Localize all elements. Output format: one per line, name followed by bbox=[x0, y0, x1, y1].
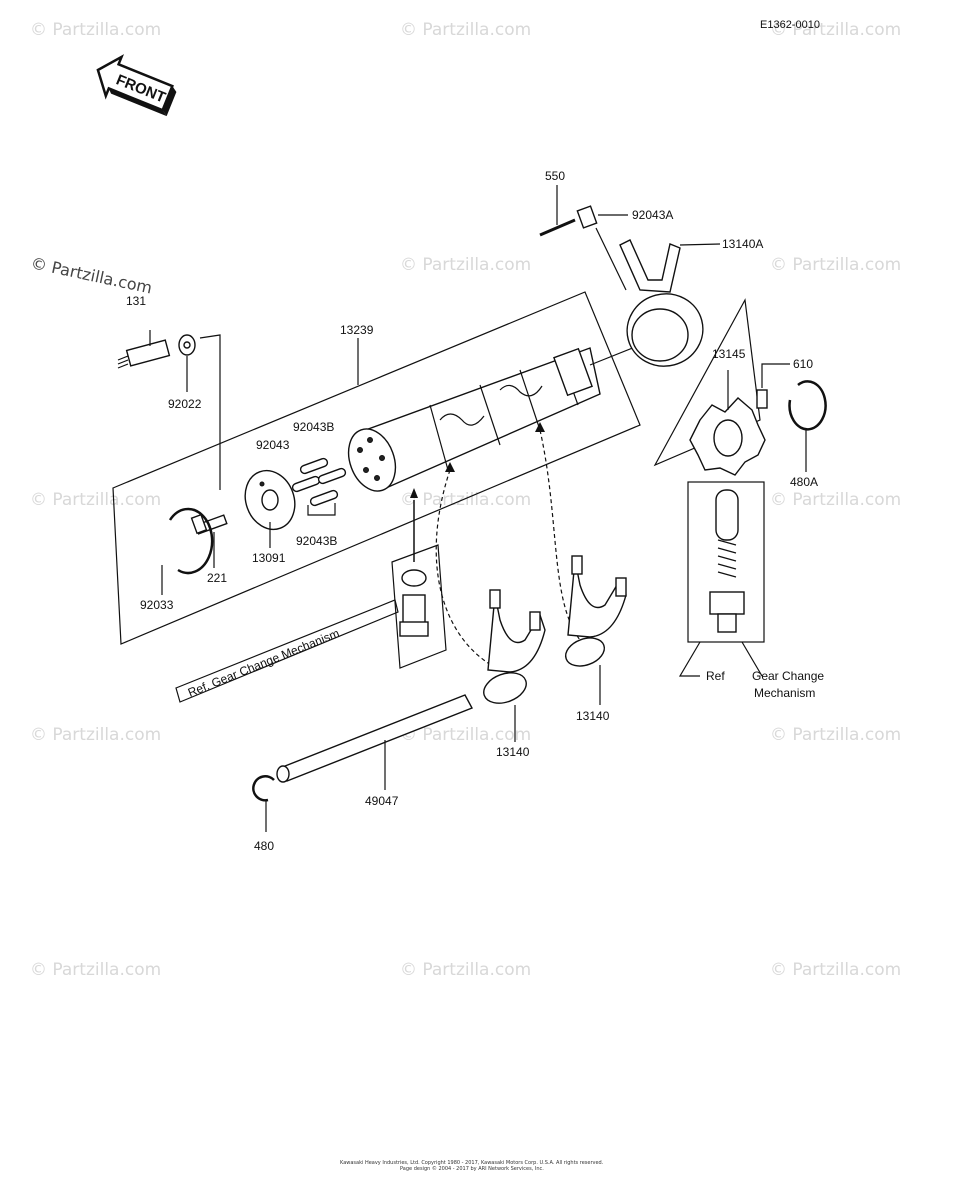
bolt bbox=[190, 513, 228, 535]
washer-hole bbox=[183, 341, 191, 349]
part-label: 13145 bbox=[712, 347, 746, 361]
detent-bolt-head bbox=[399, 621, 429, 637]
watermark: © Partzilla.com bbox=[400, 255, 531, 275]
leader-line bbox=[595, 227, 627, 291]
ref-left-label: Ref. Gear Change Mechanism bbox=[186, 626, 342, 700]
arrow-head bbox=[445, 462, 455, 472]
footer-design: Page design © 2004 - 2017 by ARI Network… bbox=[400, 1165, 544, 1172]
shift-drum bbox=[347, 347, 601, 492]
star-cam bbox=[689, 397, 766, 476]
ref-box-right bbox=[687, 481, 765, 643]
leader-line bbox=[761, 363, 790, 388]
watermark: © Partzilla.com bbox=[400, 725, 531, 745]
leader-line bbox=[741, 641, 763, 677]
ref-right-line1: Gear Change bbox=[752, 669, 824, 683]
shift-fork-upper bbox=[619, 239, 704, 367]
leader-line bbox=[678, 641, 701, 677]
part-label: 221 bbox=[207, 571, 227, 585]
watermark-strong: © Partzilla.com bbox=[29, 253, 154, 297]
watermark: © Partzilla.com bbox=[770, 20, 901, 40]
part-label: 92043B bbox=[296, 534, 337, 548]
leader-line bbox=[679, 243, 721, 246]
detent-spring bbox=[717, 539, 737, 578]
arrow-head bbox=[535, 422, 545, 432]
ref-right-prefix: Ref bbox=[706, 669, 725, 683]
footer-copyright: Kawasaki Heavy Industries, Ltd. Copyrigh… bbox=[340, 1160, 604, 1166]
ref-right-line2: Mechanism bbox=[754, 686, 815, 700]
watermark: © Partzilla.com bbox=[770, 490, 901, 510]
pin-92043A bbox=[576, 205, 598, 229]
leader-line bbox=[307, 503, 336, 516]
shift-rod bbox=[276, 694, 473, 783]
part-label: 480 bbox=[254, 839, 274, 853]
watermark: © Partzilla.com bbox=[30, 490, 161, 510]
part-label: 92043A bbox=[632, 208, 673, 222]
part-label: 610 bbox=[793, 357, 813, 371]
watermark: © Partzilla.com bbox=[770, 255, 901, 275]
watermark: © Partzilla.com bbox=[400, 490, 531, 510]
watermark: © Partzilla.com bbox=[770, 960, 901, 980]
arrow-head bbox=[410, 488, 418, 498]
part-label: 13140A bbox=[722, 237, 763, 251]
detent-bolt-tip bbox=[717, 613, 737, 633]
neutral-switch bbox=[117, 330, 171, 369]
watermark: © Partzilla.com bbox=[30, 725, 161, 745]
detent-bolt bbox=[402, 594, 426, 624]
watermark: © Partzilla.com bbox=[770, 725, 901, 745]
drawing-code: E1362-0010 bbox=[760, 19, 820, 31]
detent-bolt-right bbox=[709, 591, 745, 615]
pin-610 bbox=[756, 389, 768, 409]
circlip bbox=[168, 507, 214, 575]
circlip-480A bbox=[788, 380, 827, 431]
part-label: 131 bbox=[126, 294, 146, 308]
watermark: © Partzilla.com bbox=[30, 20, 161, 40]
leader-line bbox=[199, 334, 221, 490]
ref-banner-left bbox=[175, 599, 399, 703]
shift-fork-lower-right bbox=[564, 555, 627, 667]
part-label: 92033 bbox=[140, 598, 174, 612]
ref-box-left bbox=[391, 544, 447, 669]
watermark-group: © Partzilla.com © Partzilla.com © Partzi… bbox=[30, 20, 901, 980]
detent-plunger bbox=[715, 489, 739, 541]
detent-cap bbox=[401, 569, 427, 587]
part-label: 480A bbox=[790, 475, 818, 489]
watermark: © Partzilla.com bbox=[30, 960, 161, 980]
front-arrow-icon: FRONT bbox=[96, 54, 177, 117]
part-label: 13140 bbox=[576, 709, 610, 723]
pin-550 bbox=[539, 218, 576, 237]
part-label: 92043 bbox=[256, 438, 290, 452]
watermark: © Partzilla.com bbox=[400, 960, 531, 980]
plate bbox=[244, 469, 296, 531]
part-label: 92043B bbox=[293, 420, 334, 434]
circlip-480 bbox=[252, 775, 275, 802]
part-label: 13239 bbox=[340, 323, 374, 337]
pins bbox=[291, 457, 347, 507]
part-label: 49047 bbox=[365, 794, 399, 808]
part-label: 13091 bbox=[252, 551, 286, 565]
part-label: 13140 bbox=[496, 745, 530, 759]
watermark: © Partzilla.com bbox=[400, 20, 531, 40]
shift-fork-lower-left bbox=[483, 589, 546, 704]
assembly-frame bbox=[112, 291, 641, 645]
part-label: 550 bbox=[545, 169, 565, 183]
part-label: 92022 bbox=[168, 397, 202, 411]
